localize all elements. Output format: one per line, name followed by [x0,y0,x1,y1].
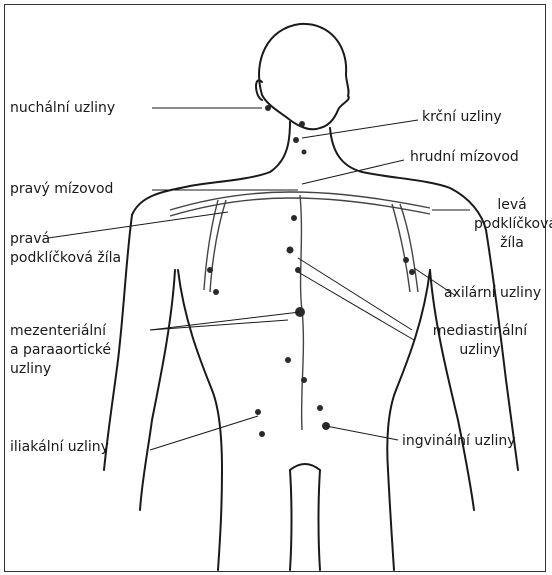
thoracic-duct-leader [302,160,404,184]
mediastinal-node-1 [291,215,297,221]
right-arm-inner [430,270,474,510]
left-arm-vessels [392,204,418,292]
label-mesenteric-paraaortic-nodes: mezenteriální a paraaortické uzliny [10,322,111,379]
iliac-node-1 [255,409,261,415]
mesenteric-node-3 [301,377,307,383]
nuchal-node [265,105,271,111]
inguinal-node-2 [317,405,323,411]
left-arm-inner [140,270,175,510]
mediastinal-leader-2 [298,272,414,340]
axillary-node-4 [409,269,415,275]
leader-lines [48,108,470,450]
right-shoulder-outline [330,128,486,230]
axillary-node-1 [207,267,213,273]
inner-leg-line [290,464,320,570]
label-inguinal-nodes: ingvinální uzliny [402,432,516,451]
left-shoulder-outline [132,122,290,215]
label-nuchal-nodes: nuchální uzliny [10,99,115,118]
axillary-node-3 [403,257,409,263]
label-iliac-nodes: iliakální uzliny [10,438,109,457]
cervical-node-2 [293,137,299,143]
lymph-nodes [207,105,415,437]
cervical-node-1 [299,121,305,127]
label-right-lymphatic-duct: pravý mízovod [10,180,113,199]
label-cervical-nodes: krční uzliny [422,108,502,127]
iliac-leader [150,416,258,450]
label-mediastinal-nodes: mediastinální uzliny [420,322,540,360]
head-outline [259,24,349,129]
mesenteric-node-2 [285,357,291,363]
label-axillary-nodes: axilární uzliny [444,284,541,303]
cervical-node-3 [302,150,307,155]
label-right-subclavian-vein: pravá podklíčková žíla [10,230,121,268]
mediastinal-node-2 [287,247,294,254]
label-thoracic-duct: hrudní mízovod [410,148,519,167]
iliac-node-2 [259,431,265,437]
torso-right [387,270,430,570]
torso-left [178,270,222,570]
label-left-subclavian-vein: levá podklíčková žíla [474,196,550,253]
mediastinal-leader-1 [298,258,412,330]
axillary-node-2 [213,289,219,295]
